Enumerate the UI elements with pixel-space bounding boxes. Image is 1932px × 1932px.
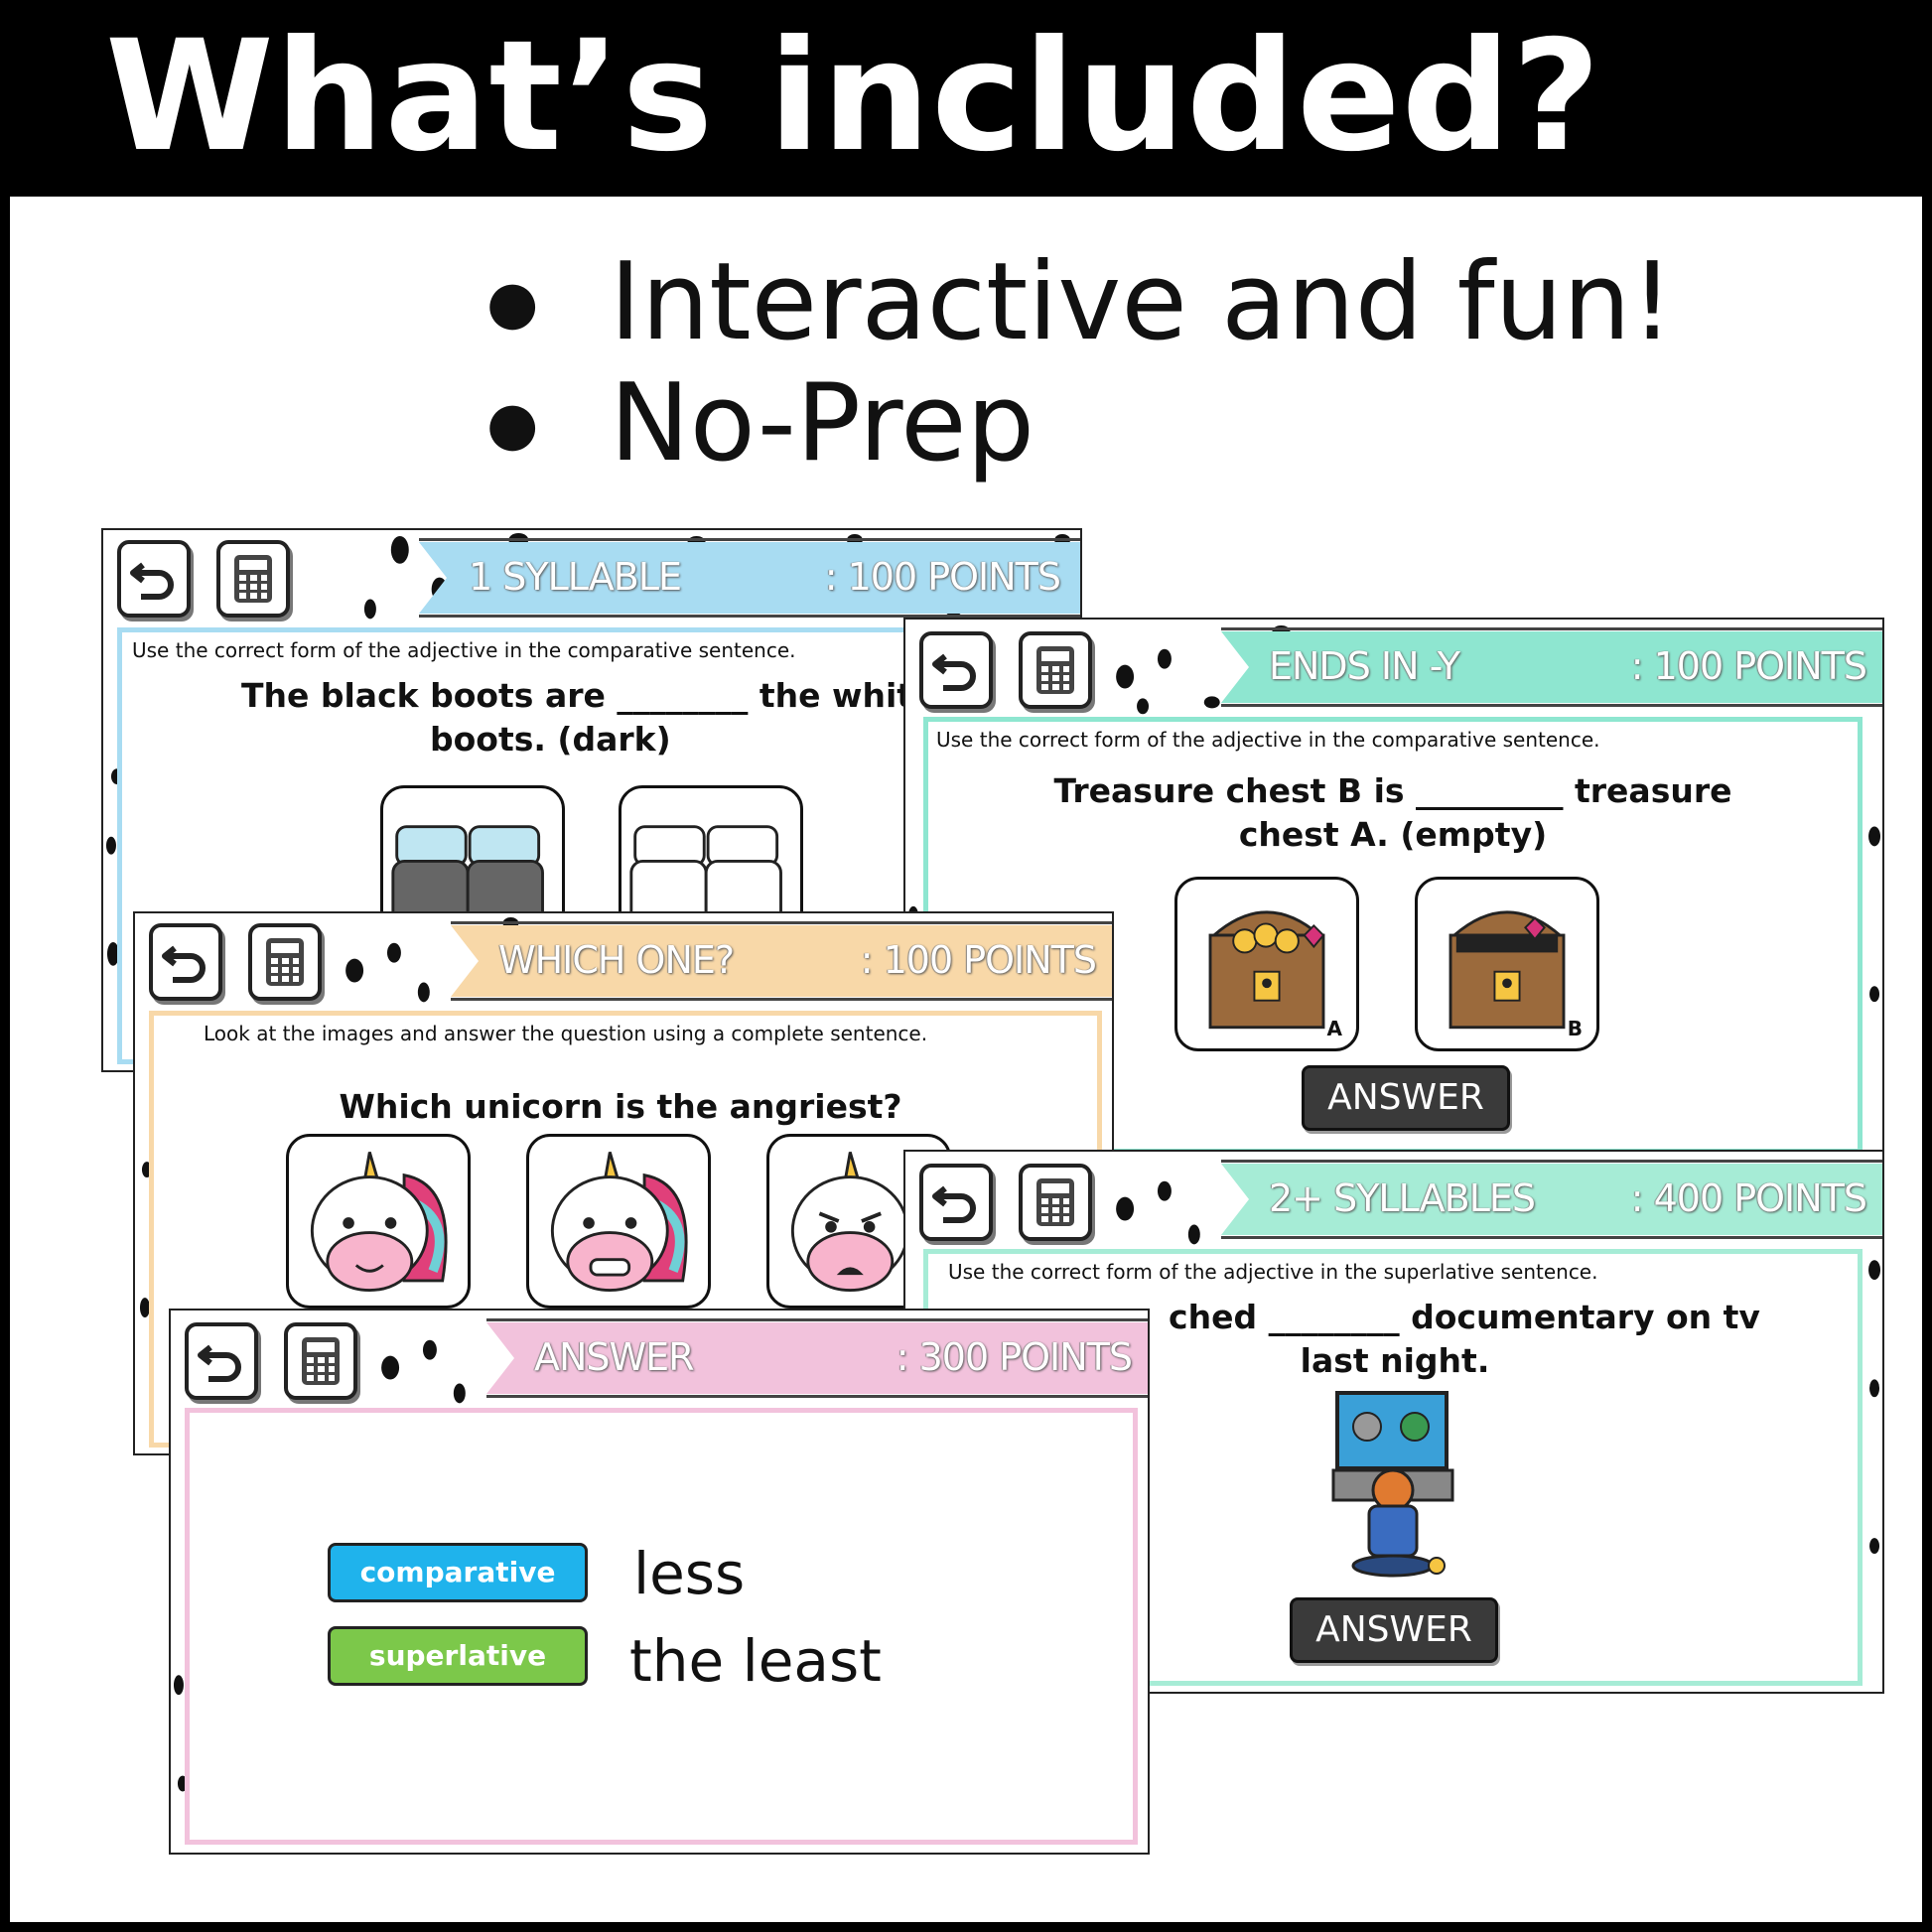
- category-banner: ENDS IN -Y : 100 POINTS: [1221, 631, 1882, 703]
- back-button[interactable]: [117, 540, 191, 618]
- undo-arrow-icon: [932, 1185, 976, 1223]
- points-label: : 400 POINTS: [1630, 1176, 1867, 1220]
- undo-arrow-icon: [130, 562, 174, 600]
- ink-spots-pattern: [173, 1339, 466, 1792]
- calculator-icon: [302, 1337, 340, 1385]
- question-line-2: chest A. (empty): [1238, 815, 1548, 854]
- calculator-icon: [1036, 646, 1074, 694]
- question-line-1: ched ________ documentary on tv: [1169, 1298, 1760, 1336]
- points-label: : 100 POINTS: [824, 555, 1061, 599]
- category-label: WHICH ONE?: [498, 938, 735, 982]
- back-button[interactable]: [919, 1164, 993, 1241]
- bullet-icon: ●: [486, 389, 539, 459]
- bullet-interactive: Interactive and fun!: [610, 240, 1674, 364]
- comparative-answer: less: [633, 1540, 746, 1607]
- bullet-no-prep: No-Prep: [610, 361, 1035, 485]
- points-label: : 100 POINTS: [860, 938, 1097, 982]
- question-text: Treasure chest B is _________ treasure c…: [968, 769, 1818, 857]
- back-button[interactable]: [185, 1322, 258, 1400]
- category-banner: ANSWER : 300 POINTS: [486, 1322, 1148, 1394]
- category-label: ENDS IN -Y: [1269, 644, 1460, 688]
- category-label: 2+ SYLLABLES: [1269, 1176, 1536, 1220]
- answer-button[interactable]: ANSWER: [1302, 1065, 1510, 1131]
- treasure-chest-a-image: A: [1174, 877, 1359, 1051]
- question-line-2: boots. (dark): [430, 720, 671, 759]
- calculator-button[interactable]: [248, 923, 322, 1001]
- header-bar: What’s included?: [0, 0, 1932, 197]
- category-label: 1 SYLLABLE: [469, 555, 682, 599]
- banner-border: [486, 1318, 1148, 1398]
- page-title: What’s included?: [105, 8, 1602, 186]
- question-text: The black boots are ________ the whit bo…: [202, 674, 956, 761]
- instruction-text: Look at the images and answer the questi…: [204, 1022, 928, 1045]
- category-banner: 2+ SYLLABLES : 400 POINTS: [1221, 1164, 1882, 1235]
- image-label-a: A: [1326, 1017, 1342, 1040]
- superlative-answer: the least: [629, 1627, 882, 1695]
- undo-arrow-icon: [162, 945, 206, 983]
- points-label: : 300 POINTS: [896, 1335, 1133, 1379]
- happy-unicorn-image: [286, 1134, 471, 1309]
- content-area: ● Interactive and fun! ● No-Prep Use the…: [10, 197, 1922, 1922]
- calculator-button[interactable]: [284, 1322, 357, 1400]
- calculator-button[interactable]: [1019, 1164, 1092, 1241]
- banner-border: [451, 921, 1112, 1001]
- calculator-button[interactable]: [216, 540, 290, 618]
- calculator-icon: [234, 555, 272, 603]
- category-label: ANSWER: [534, 1335, 695, 1379]
- child-watching-tv-image: [1331, 1391, 1454, 1578]
- slide-5-answer[interactable]: comparative less superlative the least A…: [169, 1309, 1150, 1855]
- ink-spots-pattern: [1116, 1180, 1881, 1555]
- back-button[interactable]: [149, 923, 222, 1001]
- superlative-tag: superlative: [328, 1626, 588, 1686]
- banner-border: [419, 538, 1080, 618]
- calculator-button[interactable]: [1019, 631, 1092, 709]
- instruction-text: Use the correct form of the adjective in…: [936, 728, 1600, 752]
- treasure-chest-b-image: B: [1415, 877, 1599, 1051]
- back-button[interactable]: [919, 631, 993, 709]
- calculator-icon: [1036, 1178, 1074, 1226]
- category-banner: WHICH ONE? : 100 POINTS: [451, 925, 1112, 997]
- category-banner: 1 SYLLABLE : 100 POINTS: [419, 542, 1080, 614]
- comparative-tag: comparative: [328, 1543, 588, 1602]
- undo-arrow-icon: [198, 1344, 241, 1382]
- image-label-b: B: [1567, 1017, 1583, 1040]
- question-line-2: last night.: [1300, 1341, 1490, 1380]
- banner-border: [1221, 1160, 1882, 1239]
- bullet-icon: ●: [486, 268, 539, 338]
- calculator-icon: [266, 938, 304, 986]
- banner-border: [1221, 627, 1882, 707]
- points-label: : 100 POINTS: [1630, 644, 1867, 688]
- instruction-text: Use the correct form of the adjective in…: [948, 1260, 1598, 1284]
- question-line-1: Treasure chest B is _________ treasure: [1053, 771, 1732, 810]
- grinning-unicorn-image: [526, 1134, 711, 1309]
- answer-button[interactable]: ANSWER: [1290, 1597, 1498, 1663]
- question-line-1: The black boots are ________ the whit: [241, 676, 913, 715]
- question-text: ched ________ documentary on tv last nig…: [968, 1296, 1822, 1383]
- instruction-text: Use the correct form of the adjective in…: [132, 638, 796, 662]
- question-text: Which unicorn is the angriest?: [339, 1087, 902, 1126]
- undo-arrow-icon: [932, 653, 976, 691]
